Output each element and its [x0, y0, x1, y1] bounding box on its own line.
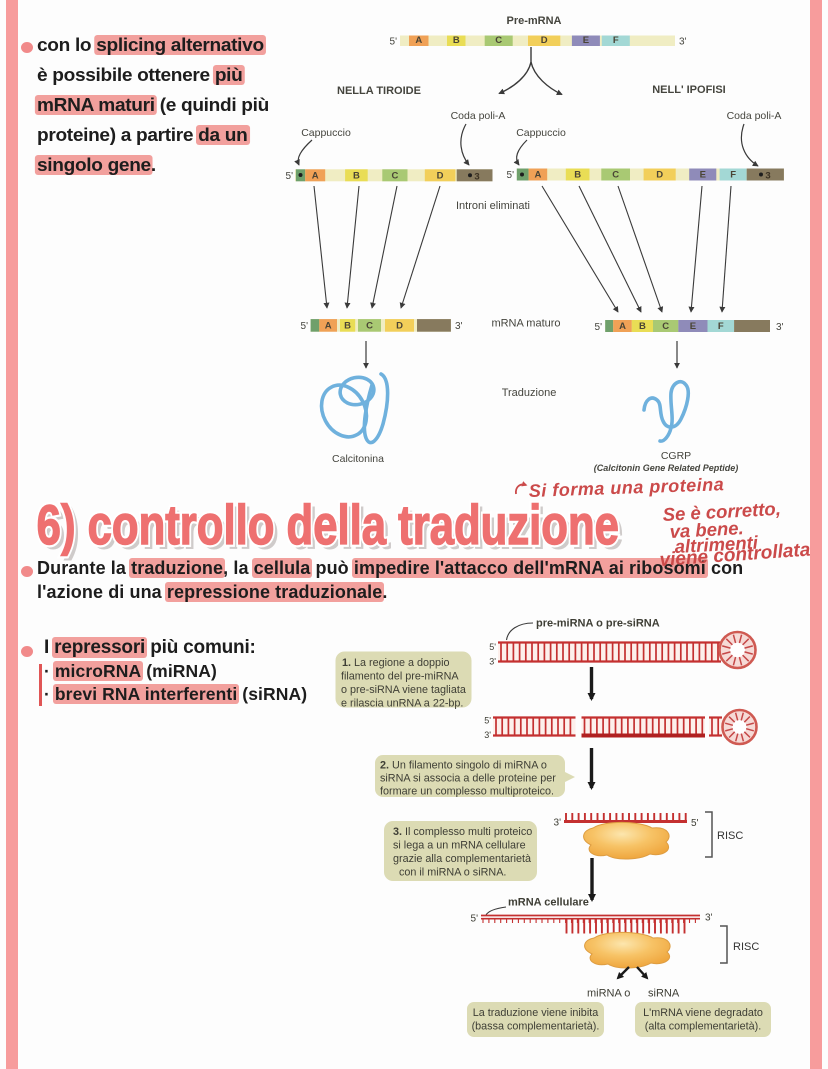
svg-text:mRNA maturo: mRNA maturo: [491, 318, 560, 330]
svg-text:3: 3: [474, 172, 479, 183]
svg-text:3': 3': [554, 818, 562, 829]
svg-text:B: B: [639, 321, 646, 332]
svg-text:6) controllo della traduzione: 6) controllo della traduzione: [37, 494, 619, 556]
svg-text:A: A: [619, 321, 626, 332]
svg-text:Introni eliminati: Introni eliminati: [456, 200, 530, 212]
svg-text:(alta complementarietà).: (alta complementarietà).: [645, 1021, 761, 1033]
svg-text:Coda poli-A: Coda poli-A: [451, 110, 506, 122]
svg-text:La traduzione viene inibita: La traduzione viene inibita: [473, 1007, 598, 1019]
svg-text:5': 5': [691, 818, 699, 829]
svg-text:A: A: [312, 170, 319, 181]
svg-text:5': 5': [286, 171, 294, 182]
svg-text:3. Il complesso multi proteico: 3. Il complesso multi proteico: [393, 826, 532, 838]
svg-text:6) controllo della traduzione: 6) controllo della traduzione: [41, 498, 623, 560]
svg-text:con il miRNA o siRNA.: con il miRNA o siRNA.: [399, 867, 506, 879]
svg-text:formare un complesso multiprot: formare un complesso multiproteico.: [380, 786, 554, 798]
svg-text:C: C: [366, 321, 373, 332]
svg-text:e rilascia unRNA a 22-bp.: e rilascia unRNA a 22-bp.: [341, 698, 463, 710]
svg-text:si lega a un mRNA cellulare: si lega a un mRNA cellulare: [393, 840, 526, 852]
svg-text:D: D: [396, 321, 403, 332]
svg-text:B: B: [453, 35, 460, 46]
svg-text:5': 5': [484, 716, 491, 726]
svg-text:5': 5': [471, 914, 479, 925]
svg-text:A: A: [325, 321, 332, 332]
svg-text:A: A: [415, 35, 422, 46]
svg-text:Coda poli-A: Coda poli-A: [727, 110, 782, 122]
svg-text:3': 3': [679, 37, 687, 48]
svg-text:Si forma una proteina: Si forma una proteina: [528, 474, 724, 501]
svg-text:siRNA: siRNA: [648, 988, 680, 1000]
svg-text:miRNA o: miRNA o: [587, 988, 630, 1000]
svg-text:B: B: [353, 170, 360, 181]
svg-text:NELL' IPOFISI: NELL' IPOFISI: [652, 84, 726, 96]
svg-text:filamento del pre-miRNA: filamento del pre-miRNA: [341, 671, 459, 683]
svg-text:E: E: [700, 170, 706, 181]
svg-text:CGRP: CGRP: [661, 450, 691, 462]
svg-text:altrimenti: altrimenti: [674, 532, 759, 557]
svg-text:D: D: [656, 170, 663, 181]
svg-text:D: D: [541, 35, 548, 46]
svg-text:6) controllo della traduzione: 6) controllo della traduzione: [37, 494, 619, 556]
svg-text:D: D: [437, 170, 444, 181]
svg-text:2. Un filamento singolo di miR: 2. Un filamento singolo di miRNA o: [380, 760, 547, 772]
svg-text:RISC: RISC: [717, 830, 743, 842]
svg-text:Cappuccio: Cappuccio: [516, 127, 566, 139]
svg-text:Cappuccio: Cappuccio: [301, 127, 351, 139]
svg-text:3': 3': [489, 657, 496, 667]
svg-text:B: B: [344, 321, 351, 332]
svg-text:F: F: [718, 321, 724, 332]
svg-text:C: C: [391, 170, 398, 181]
svg-text:C: C: [612, 170, 619, 181]
svg-text:5': 5': [489, 642, 496, 652]
svg-text:o pre-siRNA viene tagliata: o pre-siRNA viene tagliata: [341, 684, 466, 696]
svg-text:5': 5': [595, 322, 603, 333]
svg-text:siRNA si associa a delle prote: siRNA si associa a delle proteine per: [380, 773, 556, 785]
svg-text:RISC: RISC: [733, 941, 759, 953]
svg-text:C: C: [662, 321, 669, 332]
svg-text:pre-miRNA o pre-siRNA: pre-miRNA o pre-siRNA: [536, 618, 660, 630]
svg-text:3': 3': [455, 321, 463, 332]
svg-text:va bene.: va bene.: [669, 517, 744, 542]
svg-text:1. La regione a doppio: 1. La regione a doppio: [342, 657, 449, 669]
svg-text:E: E: [690, 321, 696, 332]
svg-text:3': 3': [484, 730, 491, 740]
svg-text:5': 5': [507, 170, 515, 181]
svg-text:3': 3': [705, 913, 713, 924]
svg-text:NELLA TIROIDE: NELLA TIROIDE: [337, 85, 421, 97]
svg-text:5': 5': [301, 321, 309, 332]
svg-text:3: 3: [765, 171, 770, 182]
svg-text:3': 3': [776, 322, 784, 333]
svg-text:F: F: [613, 35, 619, 46]
svg-text:(Calcitonin Gene Related Pepti: (Calcitonin Gene Related Peptide): [594, 463, 739, 473]
svg-text:Pre-mRNA: Pre-mRNA: [506, 15, 561, 27]
svg-text:Calcitonina: Calcitonina: [332, 453, 384, 465]
svg-text:5': 5': [390, 37, 398, 48]
svg-text:C: C: [495, 35, 502, 46]
svg-text:B: B: [574, 170, 581, 181]
svg-text:A: A: [534, 170, 541, 181]
svg-text:(bassa complementarietà).: (bassa complementarietà).: [472, 1021, 600, 1033]
svg-text:L'mRNA viene degradato: L'mRNA viene degradato: [643, 1007, 763, 1019]
svg-text:grazie alla complementarietà: grazie alla complementarietà: [393, 853, 531, 865]
svg-text:Traduzione: Traduzione: [502, 387, 557, 399]
svg-text:E: E: [583, 35, 589, 46]
svg-text:mRNA cellulare: mRNA cellulare: [508, 897, 589, 909]
svg-text:F: F: [730, 170, 736, 181]
